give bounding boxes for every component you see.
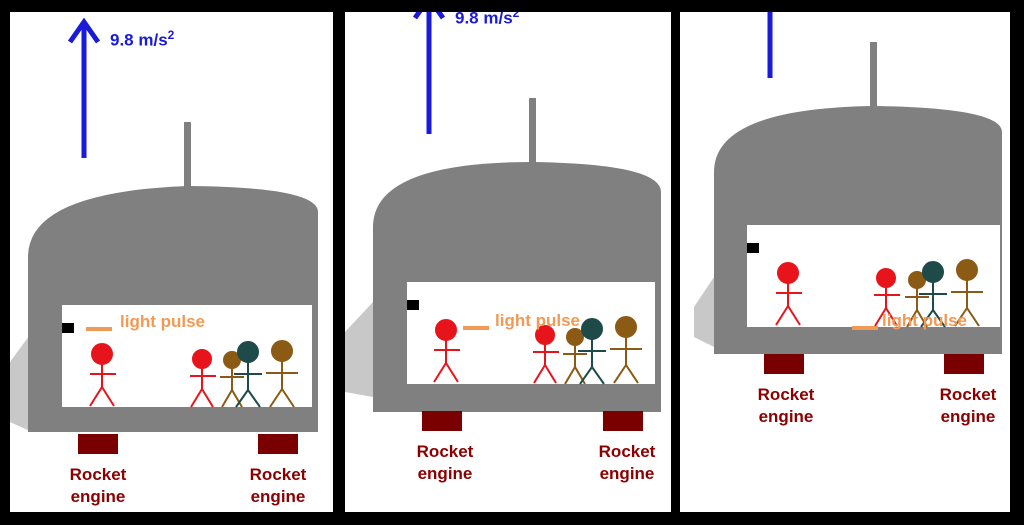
acceleration-label: 9.8 m/s2 [110, 28, 175, 50]
light-pulse-marker [852, 326, 878, 330]
rocket-antenna [529, 98, 536, 168]
light-pulse-marker [463, 326, 489, 330]
rocket-diagram-2 [345, 12, 661, 431]
rocket-engine-left [78, 434, 118, 454]
rocket-diagram-3 [694, 12, 1002, 374]
light-pulse-label: light pulse [495, 311, 580, 330]
rocket-antenna [184, 122, 191, 192]
rocket-engine-right [603, 411, 643, 431]
light-pulse-label: light pulse [120, 312, 205, 331]
acceleration-label: 9.8 m/s2 [455, 12, 520, 28]
rocket-engine-right [258, 434, 298, 454]
light-pulse-label: light pulse [882, 311, 967, 330]
rocket-tail-fin [10, 332, 32, 432]
observer-figure [951, 259, 983, 327]
light-pulse-marker [86, 327, 112, 331]
observer-figure [234, 341, 262, 408]
rocket-engine-left [422, 411, 462, 431]
light-source [747, 243, 759, 253]
light-source [407, 300, 419, 310]
rocket-diagram-1 [10, 17, 318, 454]
rocket-tail-fin [345, 302, 373, 397]
rocket-engine-right [944, 354, 984, 374]
acceleration-arrow-head [67, 17, 101, 44]
observer-figure [874, 268, 900, 327]
observer-figure [919, 261, 947, 328]
observer-figure [775, 262, 802, 326]
observer-figure [533, 325, 559, 384]
observer-figure [610, 316, 642, 384]
observer-figure [266, 340, 298, 408]
light-source [62, 323, 74, 333]
rocket-tail-fin [694, 277, 714, 347]
rocket-antenna [870, 42, 877, 112]
rocket-engine-left [764, 354, 804, 374]
observer-figure [433, 319, 460, 383]
observer-figure [563, 328, 587, 385]
observer-figure [220, 351, 244, 408]
observer-figure [905, 271, 929, 328]
observer-figure [89, 343, 116, 407]
observer-figure [578, 318, 606, 385]
observer-figure [190, 349, 216, 408]
